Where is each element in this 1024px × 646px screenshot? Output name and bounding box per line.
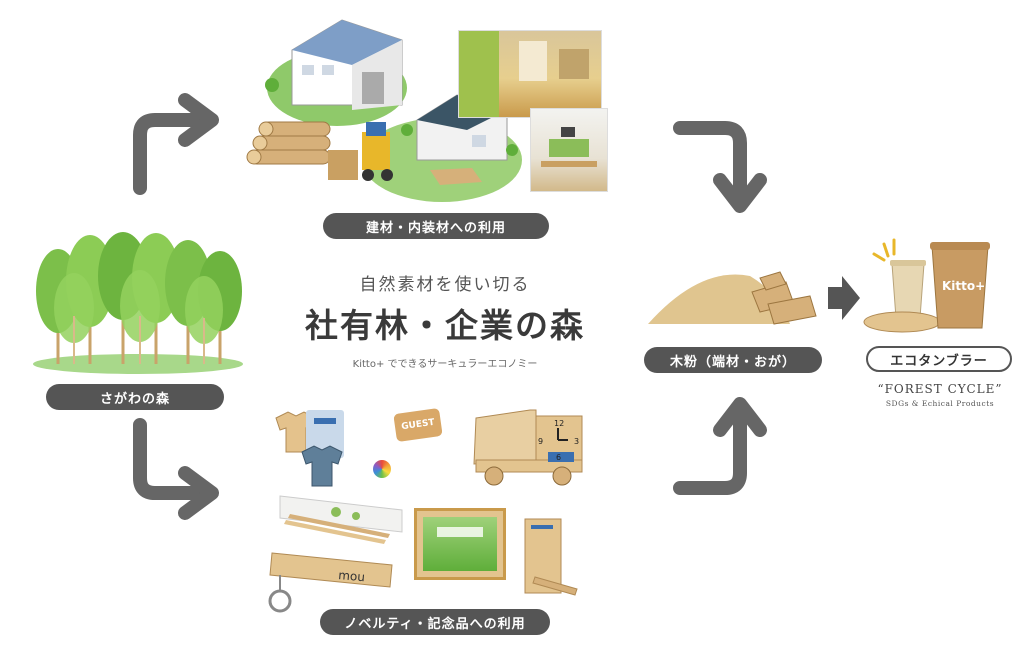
eco-plate	[863, 311, 941, 333]
forest-illustration	[33, 232, 243, 374]
keychain-text: mou	[338, 568, 366, 584]
sawdust-illustration	[648, 271, 817, 325]
arrow-building-to-sawdust	[673, 121, 747, 207]
label-sawdust: 木粉（端材・おが）	[644, 347, 822, 373]
arrow-sawdust-to-tumbler	[828, 276, 860, 320]
interior-photo-hallway	[458, 30, 602, 118]
clock-number-9: 9	[538, 437, 543, 446]
label-novelty: ノベルティ・記念品への利用	[320, 609, 550, 635]
wooden-keychain: mou	[268, 552, 393, 613]
tumbler-illustration: Kitto+	[863, 238, 990, 333]
forklift	[328, 122, 393, 181]
arrow-forest-to-building	[133, 113, 212, 195]
photo-frame	[414, 508, 506, 580]
wood-scraps	[751, 271, 817, 325]
phone-stand	[524, 518, 578, 596]
forest-cycle-title: “FOREST CYCLE”	[877, 382, 1003, 396]
center-text-block: 自然素材を使い切る 社有林・企業の森 Kitto+ でできるサーキュラーエコノミ…	[290, 270, 600, 370]
label-building: 建材・内装材への利用	[323, 213, 549, 239]
tshirt-tags	[275, 410, 344, 487]
clock-number-12: 12	[554, 419, 564, 428]
center-title: 社有林・企業の森	[305, 306, 585, 345]
arrow-novelty-to-sawdust	[673, 403, 747, 495]
truck-clock: 12 3 6 9	[473, 409, 583, 486]
rainbow-pin	[373, 460, 391, 478]
clock-number-6: 6	[556, 453, 561, 462]
label-tumbler: エコタンブラー	[866, 346, 1012, 372]
forest-cycle-subtitle: SDGs & Echical Products	[885, 399, 995, 408]
pencil-set	[279, 495, 403, 544]
center-subtitle: 自然素材を使い切る	[359, 275, 531, 295]
guest-badge-text: GUEST	[400, 417, 436, 433]
interior-photo-office	[530, 108, 608, 192]
center-tagline: Kitto+ でできるサーキュラーエコノミー	[352, 359, 538, 370]
cup-logo: Kitto+	[942, 279, 985, 293]
log-pile	[246, 121, 331, 165]
clock-number-3: 3	[574, 437, 579, 446]
small-tumbler	[891, 263, 925, 319]
sawdust-pile	[648, 274, 790, 324]
label-forest: さがわの森	[46, 384, 224, 410]
arrow-forest-to-novelty	[133, 418, 212, 500]
